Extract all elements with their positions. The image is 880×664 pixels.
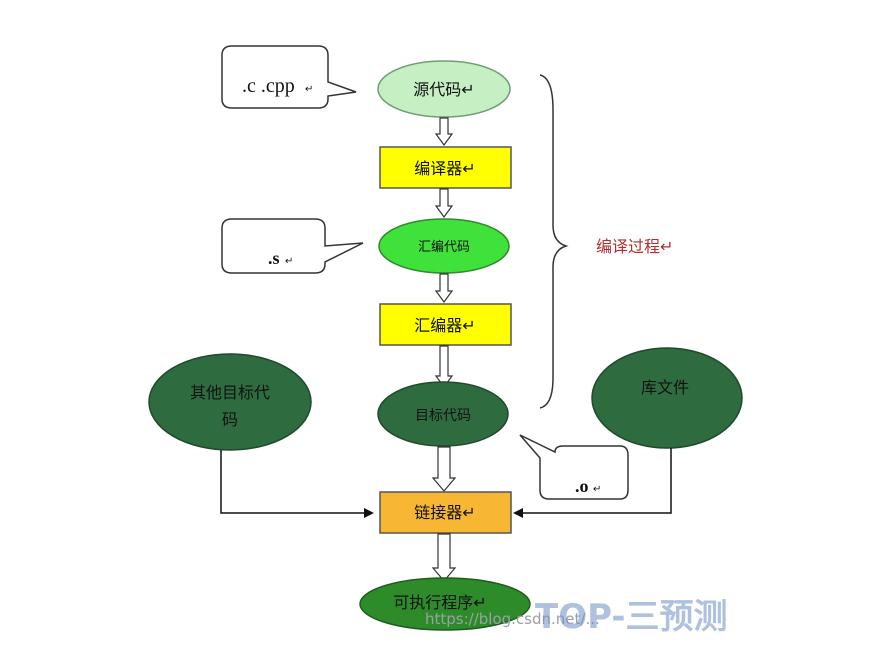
compilation-process-label: 编译过程↵ <box>596 237 673 256</box>
compiler-node: 编译器↵ <box>379 146 512 189</box>
callout-asm-ext: .s ↵ <box>221 218 364 274</box>
return-mark: ↵ <box>285 256 293 267</box>
assembly-code-node: 汇编代码 <box>378 218 510 274</box>
return-mark: ↵ <box>593 484 601 495</box>
assembler-node: 汇编器↵ <box>379 303 512 346</box>
flow-arrow <box>431 533 457 582</box>
linker-label: 链接器↵ <box>414 503 475 522</box>
flow-arrow <box>434 273 454 304</box>
return-mark: ↵ <box>305 84 313 95</box>
other-object-code-node: 其他目标代 码 <box>148 353 312 451</box>
library-node: 库文件 <box>591 347 743 449</box>
other-objects-to-linker-arrow <box>220 450 374 518</box>
watermark-logo: TOP-三预测 <box>535 597 728 637</box>
executable-node: 可执行程序↵ <box>359 577 531 631</box>
source-code-node: 源代码↵ <box>377 60 511 118</box>
executable-label: 可执行程序↵ <box>393 593 486 612</box>
other-object-code-label-line2: 码 <box>222 410 238 429</box>
flow-arrow <box>431 446 457 492</box>
assembly-code-label: 汇编代码 <box>418 240 470 255</box>
other-object-code-label-line1: 其他目标代 <box>190 383 270 402</box>
watermark: https://blog.csdn.net/... TOP-三预测 <box>425 597 728 637</box>
flow-arrow <box>434 117 454 147</box>
library-label: 库文件 <box>641 378 689 397</box>
compilation-brace <box>539 74 569 409</box>
source-code-label: 源代码↵ <box>413 80 474 99</box>
linker-node: 链接器↵ <box>379 491 512 534</box>
watermark-url: https://blog.csdn.net/... <box>425 610 600 628</box>
assembler-label: 汇编器↵ <box>414 316 475 335</box>
compiler-label: 编译器↵ <box>414 159 475 178</box>
flow-arrow <box>434 345 454 389</box>
flow-arrow <box>434 188 454 219</box>
library-to-linker-arrow <box>513 448 672 518</box>
callout-asm-ext-text: .s <box>268 248 280 268</box>
callout-source-ext-text: .c .cpp <box>242 75 295 97</box>
callout-obj-ext: .o ↵ <box>519 434 629 500</box>
object-code-label: 目标代码 <box>415 408 471 424</box>
callout-source-ext: .c .cpp ↵ <box>221 45 357 109</box>
object-code-node: 目标代码 <box>377 381 509 447</box>
callout-obj-ext-text: .o <box>575 476 589 496</box>
